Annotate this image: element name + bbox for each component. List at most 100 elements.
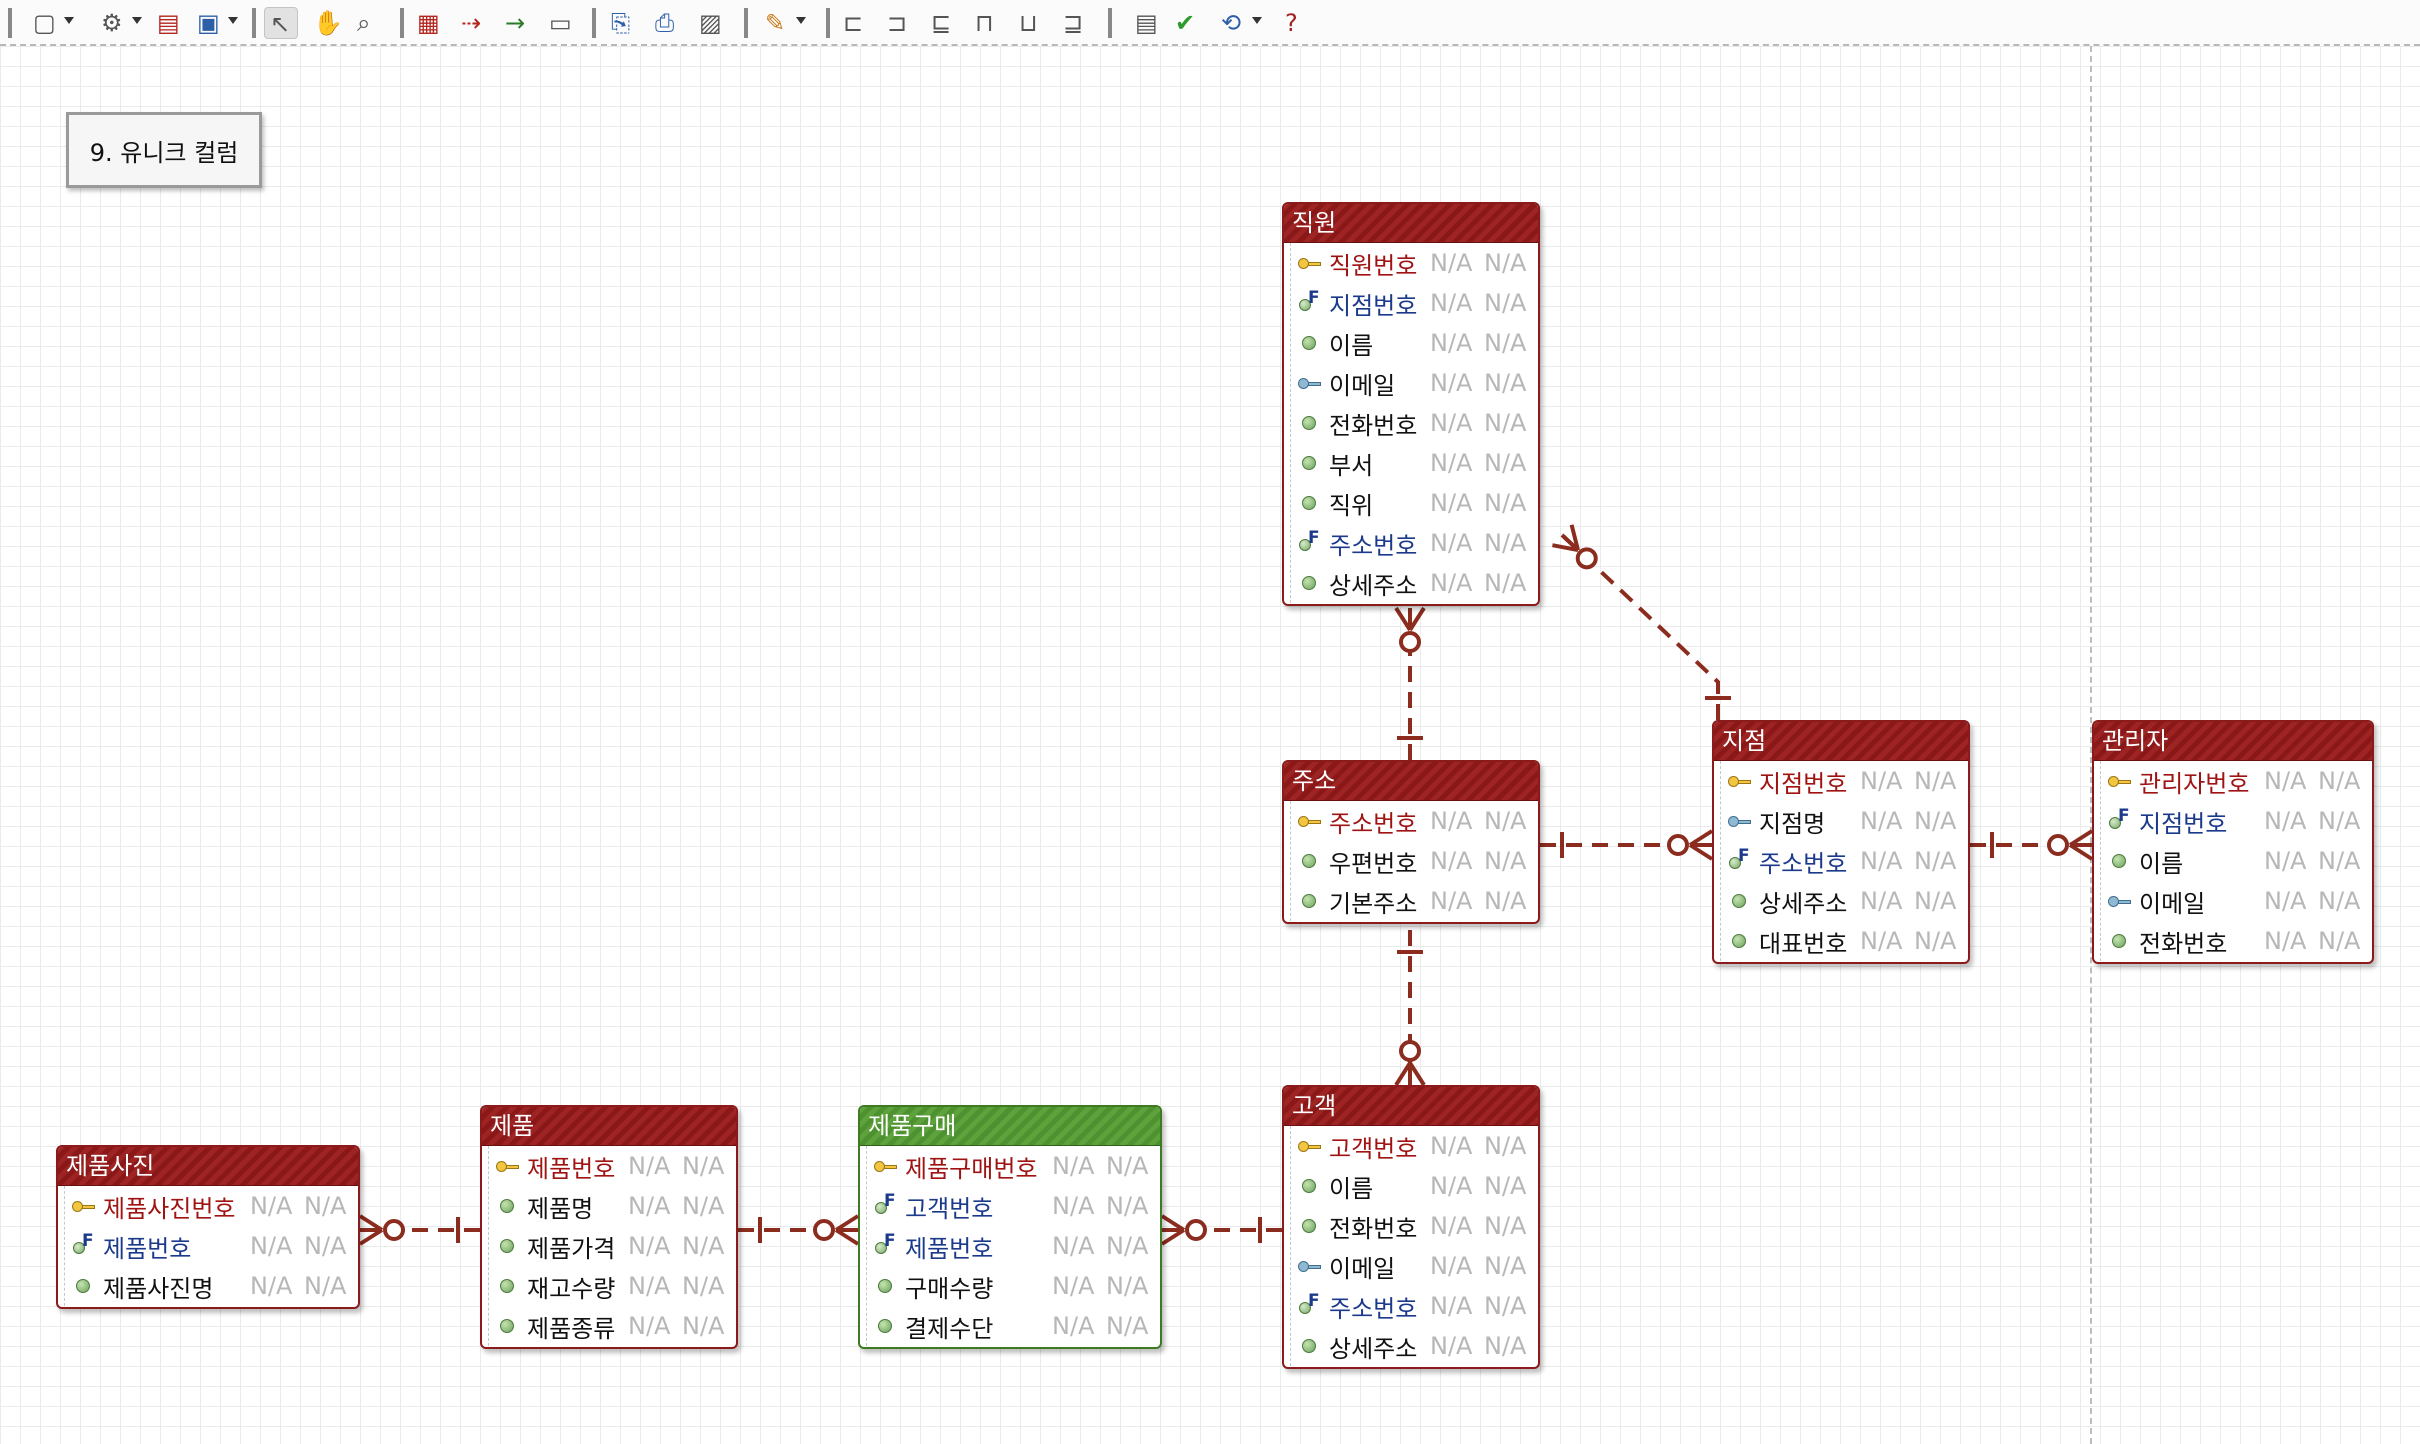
entity-title[interactable]: 직원 [1284,204,1538,243]
hand-button[interactable]: ✋ [308,7,343,39]
align-left-button[interactable]: ⊏ [838,7,872,39]
align-middle-button[interactable]: ⊔ [1014,7,1048,39]
non-identifying-relation-button[interactable]: ⇢ [456,7,490,39]
entity-title[interactable]: 고객 [1284,1087,1538,1126]
validate-button[interactable]: ✔ [1170,7,1204,39]
page-button[interactable]: ▣ [192,7,226,39]
align-center-button[interactable]: ⊐ [882,7,916,39]
entity-title[interactable]: 제품사진 [58,1147,358,1186]
dropdown-arrow-icon[interactable] [132,17,142,24]
zoom-button[interactable]: ⌕ [352,7,386,39]
entity-title[interactable]: 지점 [1714,722,1968,761]
diagram-canvas[interactable] [0,46,2420,1444]
entity-branch[interactable]: 지점지점번호N/AN/A지점명N/AN/A주소번호N/AN/A상세주소N/AN/… [1712,720,1970,964]
relationship-address-branch[interactable] [1540,829,1714,861]
align-top-button[interactable]: ⊓ [970,7,1004,39]
align-bottom-button[interactable]: ⊒ [1058,7,1092,39]
entity-title[interactable]: 주소 [1284,762,1538,801]
entity-title[interactable]: 관리자 [2094,722,2372,761]
report-button[interactable]: ▤ [1130,7,1164,39]
dropdown-arrow-icon[interactable] [1252,17,1262,24]
entity-employee[interactable]: 직원직원번호N/AN/A지점번호N/AN/A이름N/AN/A이메일N/AN/A전… [1282,202,1540,606]
help-button[interactable]: ? [1280,7,1314,39]
db-table-button[interactable]: ▤ [152,7,186,39]
entity-purchase[interactable]: 제품구매제품구매번호N/AN/A고객번호N/AN/A제품번호N/AN/A구매수량… [858,1105,1162,1349]
relationship-branch-employee[interactable] [1552,524,1731,720]
column-type: N/A [1430,847,1473,875]
dropdown-arrow-icon[interactable] [796,17,806,24]
entity-manager[interactable]: 관리자관리자번호N/AN/A지점번호N/AN/A이름N/AN/A이메일N/AN/… [2092,720,2374,964]
entity-customer[interactable]: 고객고객번호N/AN/A이름N/AN/A전화번호N/AN/A이메일N/AN/A주… [1282,1085,1540,1369]
pointer-button[interactable]: ↖ [264,7,298,39]
relationship-customer-purchase[interactable] [1160,1214,1282,1246]
align-right-button[interactable]: ⊑ [926,7,960,39]
stamp-button[interactable]: ⚙ [96,7,130,39]
copy-button[interactable]: ⎘ [606,7,640,39]
relationship-address-customer[interactable] [1394,930,1426,1087]
image-export-button[interactable]: ▨ [694,7,728,39]
entity-title[interactable]: 제품구매 [860,1107,1160,1146]
relationship-product-purchase[interactable] [738,1214,860,1246]
dropdown-arrow-icon[interactable] [64,17,74,24]
identifying-relation-button[interactable]: → [500,7,534,39]
layout-button[interactable]: ▢ [28,7,62,39]
relationship-address-employee[interactable] [1394,606,1426,760]
relationship-product-product-photo[interactable] [358,1214,480,1246]
comment-button[interactable]: ▭ [544,7,578,39]
column-domain: N/A [1106,1312,1149,1340]
relationship-branch-manager[interactable] [1970,829,2094,861]
sync-button[interactable]: ⟲ [1216,7,1250,39]
diagram-note[interactable]: 9. 유니크 컬럼 [66,112,262,188]
palette-button[interactable]: ✎ [760,7,794,39]
column-type: N/A [628,1232,671,1260]
new-entity-button[interactable]: ▦ [412,7,446,39]
dropdown-arrow-icon[interactable] [228,17,238,24]
entity-title[interactable]: 제품 [482,1107,736,1146]
print-button[interactable]: ⎙ [650,7,684,39]
